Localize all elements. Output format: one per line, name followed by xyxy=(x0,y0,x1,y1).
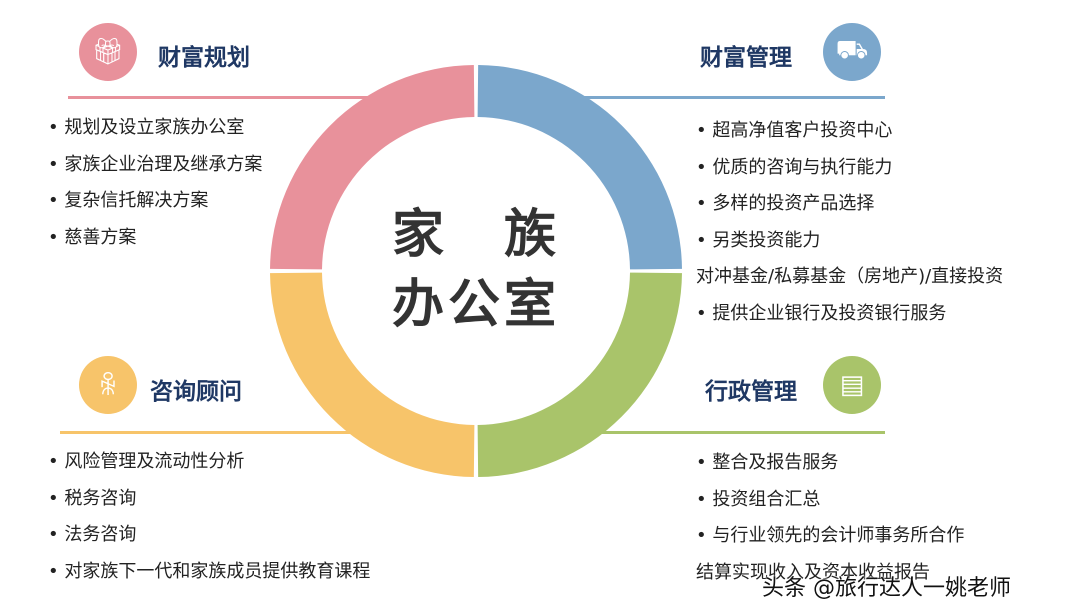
list-item: • 法务咨询 xyxy=(48,524,137,545)
list-item: • 提供企业银行及投资银行服务 xyxy=(696,302,947,324)
planning-divider xyxy=(68,96,378,99)
list-item: • 多样的投资产品选择 xyxy=(696,193,875,214)
advisory-list: • 风险管理及流动性分析 • 税务咨询 • 法务咨询 • 对家族下一代和家族成员… xyxy=(48,444,370,590)
watermark: 头条 @旅行达人一姚老师 xyxy=(762,576,1011,601)
admin-divider xyxy=(580,431,885,434)
list-item: • 慈善方案 xyxy=(48,226,137,248)
management-list: • 超高净值客户投资中心 • 优质的咨询与执行能力 • 多样的投资产品选择 • … xyxy=(696,113,1003,332)
planning-list: • 规划及设立家族办公室 • 家族企业治理及继承方案 • 复杂信托解决方案 • … xyxy=(48,110,262,256)
center-title: 家 族 办公室 xyxy=(356,200,596,340)
list-item: • 另类投资能力 xyxy=(696,229,821,251)
gift-icon: 🎁︎ xyxy=(79,23,137,81)
list-item: • 整合及报告服务 xyxy=(696,452,839,473)
list-item: • 优质的咨询与执行能力 xyxy=(696,156,893,178)
list-item: • 投资组合汇总 xyxy=(696,488,821,510)
advisory-divider xyxy=(60,431,378,434)
list-item: • 复杂信托解决方案 xyxy=(48,190,209,211)
report-icon: ▤ xyxy=(823,356,881,414)
admin-title: 行政管理 xyxy=(705,379,797,405)
list-item: • 税务咨询 xyxy=(48,487,137,509)
ring-segment-admin xyxy=(477,272,682,477)
ring-segment-advisory xyxy=(270,272,475,477)
list-item: 结算实现收入及资本收益报告 xyxy=(696,561,930,583)
admin-list: • 整合及报告服务 • 投资组合汇总 • 与行业领先的会计师事务所合作 结算实现… xyxy=(696,445,964,591)
list-item: • 规划及设立家族办公室 xyxy=(48,117,245,138)
list-item: • 超高净值客户投资中心 xyxy=(696,120,893,141)
management-divider xyxy=(580,96,885,99)
list-item: • 对家族下一代和家族成员提供教育课程 xyxy=(48,560,371,582)
advisory-title: 咨询顾问 xyxy=(150,379,242,405)
cart-icon: ⛟ xyxy=(823,23,881,81)
list-item: • 与行业领先的会计师事务所合作 xyxy=(696,525,965,546)
list-item: • 家族企业治理及继承方案 xyxy=(48,153,263,175)
management-title: 财富管理 xyxy=(700,45,792,71)
list-item: • 风险管理及流动性分析 xyxy=(48,451,245,472)
list-item: 对冲基金/私募基金（房地产)/直接投资 xyxy=(696,266,1004,287)
center-title-line1: 家 族 xyxy=(391,205,560,265)
ring-segment-planning xyxy=(270,65,475,270)
ring-segment-management xyxy=(477,65,682,270)
center-title-line2: 办公室 xyxy=(391,275,560,335)
people-icon: ꆜ xyxy=(79,356,137,414)
planning-title: 财富规划 xyxy=(158,45,250,71)
